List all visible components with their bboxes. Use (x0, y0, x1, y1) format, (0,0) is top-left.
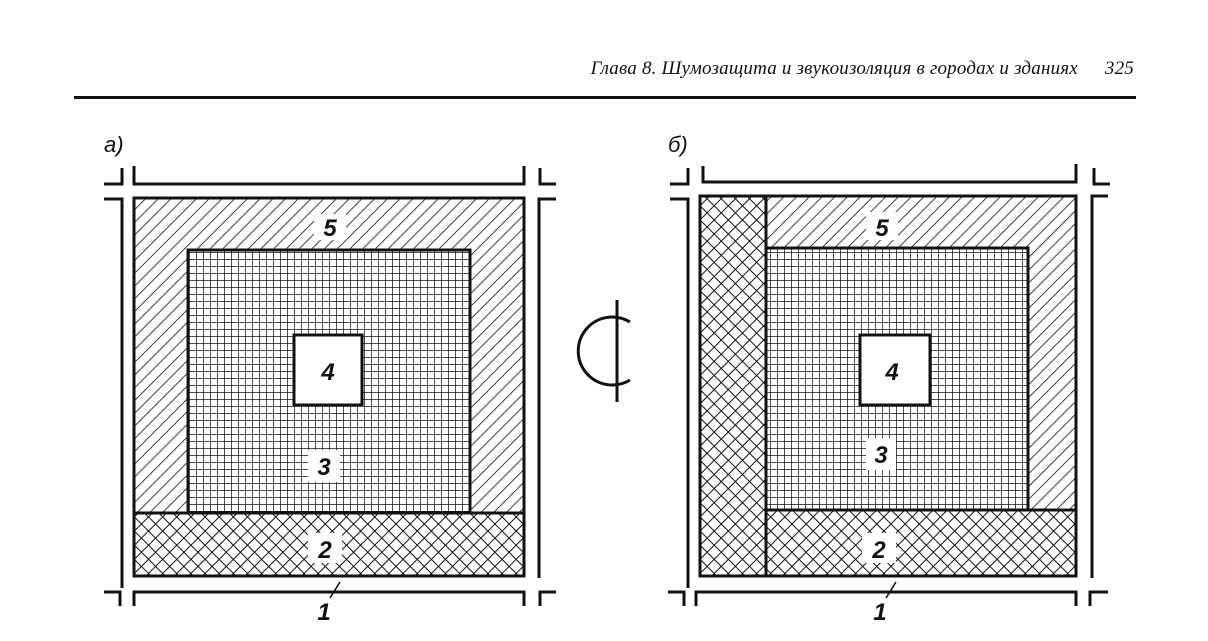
panel-b-tag-2-bg (862, 533, 896, 563)
running-head: Глава 8. Шумозащита и звукоизоляция в го… (0, 58, 1134, 80)
panel-b-number-1: 1 (873, 599, 886, 626)
panel-a-leader-1 (329, 581, 341, 599)
chapter-title: Глава 8. Шумозащита и звукоизоляция в го… (590, 58, 1078, 79)
panel-a-number-1: 1 (317, 599, 330, 626)
panel-b-tag-5-bg (866, 212, 898, 240)
panel-a-number-4: 4 (320, 359, 334, 386)
panel-a: а) 5 4 3 2 1 (104, 132, 556, 626)
panel-b-edge-lines (668, 164, 1110, 606)
centerline-symbol (576, 300, 631, 402)
panel-b-number-4: 4 (884, 359, 898, 386)
panel-b-number-5: 5 (875, 215, 889, 242)
panel-b-zone-core (858, 333, 932, 407)
panel-b-zone-left-strip (698, 194, 768, 578)
header-rule (74, 96, 1136, 99)
panel-a-edge-lines (104, 166, 556, 606)
page-number: 325 (1104, 58, 1134, 79)
panel-b-leader-1 (885, 581, 897, 599)
panel-a-tag-3-bg (308, 450, 340, 482)
panel-a-label: а) (104, 132, 124, 157)
panel-b-number-3: 3 (874, 442, 888, 469)
panel-a-number-2: 2 (317, 537, 332, 564)
panel-b: б) 5 4 3 2 1 (668, 132, 1110, 626)
panel-a-number-5: 5 (323, 215, 337, 242)
panel-a-number-3: 3 (317, 454, 331, 481)
panel-a-tag-5-bg (314, 214, 346, 240)
panel-a-tag-2-bg (308, 533, 342, 563)
panel-b-tag-3-bg (866, 438, 896, 470)
panel-b-label: б) (668, 132, 688, 157)
panel-a-zone-core (292, 333, 364, 407)
panel-b-number-2: 2 (871, 537, 886, 564)
